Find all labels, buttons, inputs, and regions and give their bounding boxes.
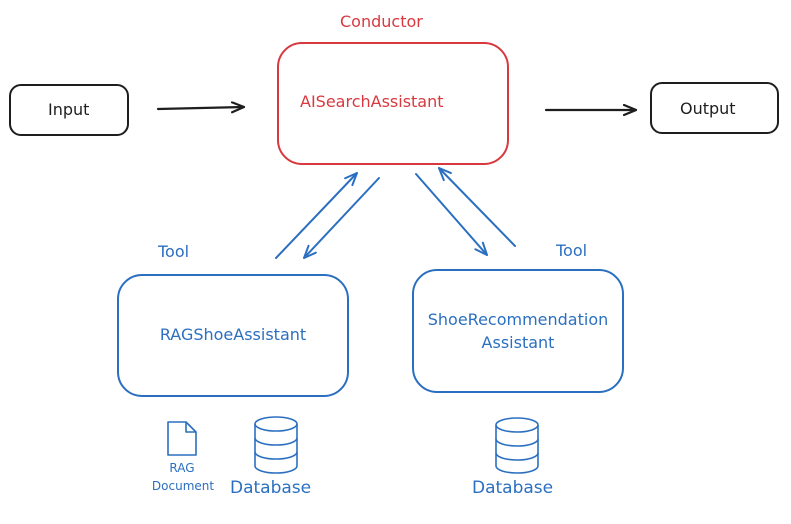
shoe-recommendation-label-line1: ShoeRecommendation [427,310,609,329]
shoe-recommendation-assistant-box [412,269,624,393]
database-icon-right [495,417,539,474]
output-label: Output [680,99,736,118]
document-icon [167,421,197,456]
rag-tool-to-conductor-arrow [275,172,358,259]
conductor-to-rag-tool-arrow [303,177,380,259]
rag-shoe-assistant-label: RAGShoeAssistant [159,325,307,344]
database-right-label: Database [472,478,554,498]
database-left-label: Database [230,478,312,498]
input-box [9,84,129,136]
output-box [650,82,779,134]
rag-document-label-line2: Document [151,479,215,493]
conductor-box [277,42,509,165]
input-label: Input [48,100,90,119]
rag-document-label-line1: RAG [169,461,195,475]
tool-left-tag: Tool [158,242,190,261]
recommendation-tool-to-conductor-arrow [438,167,516,247]
conductor-tag: Conductor [340,12,423,31]
conductor-to-recommendation-tool-arrow [415,173,488,256]
tool-right-tag: Tool [556,241,588,260]
shoe-recommendation-label-line2: Assistant [481,333,555,352]
database-icon-left [254,416,298,474]
input-to-conductor-arrow [156,107,246,109]
rag-shoe-assistant-box [117,274,349,397]
conductor-name: AISearchAssistant [300,92,444,111]
